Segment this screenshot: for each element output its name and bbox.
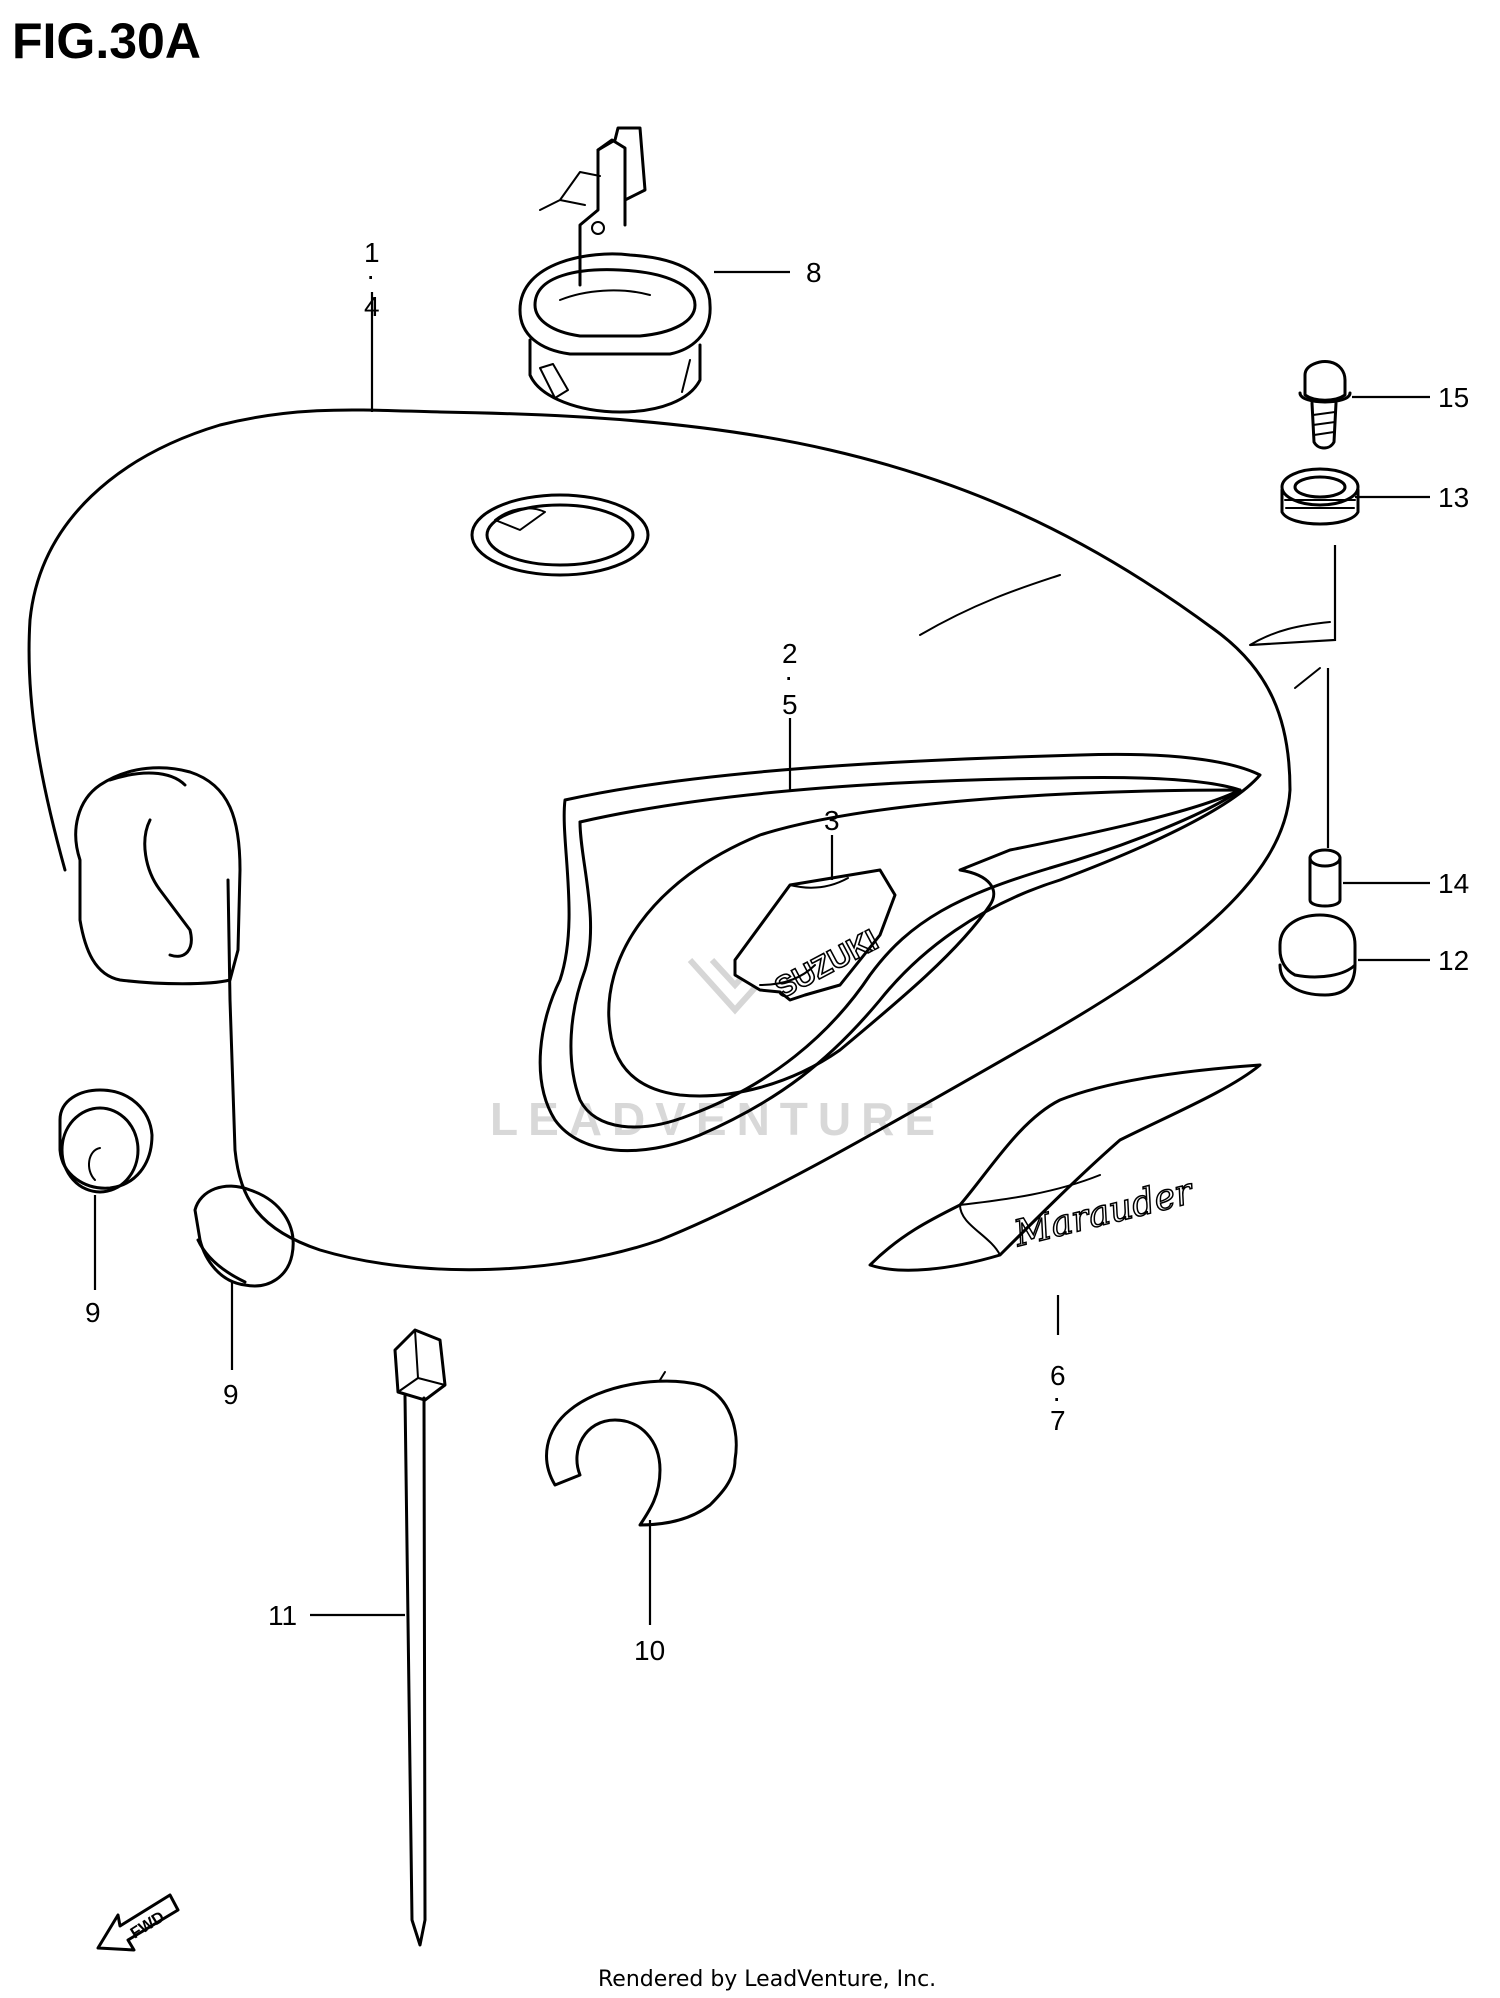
cushion-part-13[interactable] — [1280, 467, 1360, 526]
callout-dot: · — [366, 260, 375, 291]
callout-10: 10 — [634, 1635, 665, 1666]
leader-lines — [93, 270, 1430, 1625]
callout-15: 15 — [1438, 382, 1469, 413]
callout-6: 6 — [1050, 1360, 1066, 1391]
suzuki-emblem-part-3[interactable]: SUZUKI — [733, 868, 897, 1006]
grommet-part-9-right[interactable] — [193, 1184, 295, 1288]
watermark-text: LEADVENTURE — [490, 1093, 945, 1145]
callout-14: 14 — [1438, 868, 1469, 899]
callout-dot: · — [1052, 1382, 1061, 1413]
callout-11: 11 — [268, 1600, 297, 1631]
footer-credit: Rendered by LeadVenture, Inc. — [598, 1967, 936, 1992]
cushion-part-10[interactable] — [545, 1371, 738, 1527]
callout-8: 8 — [806, 257, 822, 288]
collar-part-14[interactable] — [1308, 848, 1342, 908]
callout-3: 3 — [824, 805, 840, 836]
callout-9-left: 9 — [85, 1297, 101, 1328]
callout-9-right: 9 — [223, 1379, 239, 1410]
watermark: LEADVENTURE — [490, 957, 945, 1145]
callout-12: 12 — [1438, 945, 1469, 976]
callout-4: 4 — [364, 291, 380, 322]
fuel-tank-part-1-4[interactable] — [27, 408, 1331, 1272]
callout-labels: 1 · 4 2 · 5 3 6 · 7 8 15 13 14 12 9 9 10… — [85, 237, 1469, 1666]
bolt-part-15[interactable] — [1298, 360, 1352, 450]
figure-title: FIG.30A — [12, 13, 201, 69]
callout-5: 5 — [782, 689, 798, 720]
grommet-part-9-left[interactable] — [58, 1088, 154, 1194]
callout-2: 2 — [782, 638, 798, 669]
cable-tie-part-11[interactable] — [393, 1328, 447, 1947]
callout-dot: · — [784, 661, 793, 692]
callout-13: 13 — [1438, 482, 1469, 513]
fwd-direction-arrow: FWD — [96, 1893, 180, 1952]
callout-7: 7 — [1050, 1405, 1066, 1436]
fuel-cap-part-8[interactable] — [518, 126, 712, 414]
callout-1: 1 — [364, 237, 380, 268]
damper-part-12[interactable] — [1278, 913, 1357, 997]
